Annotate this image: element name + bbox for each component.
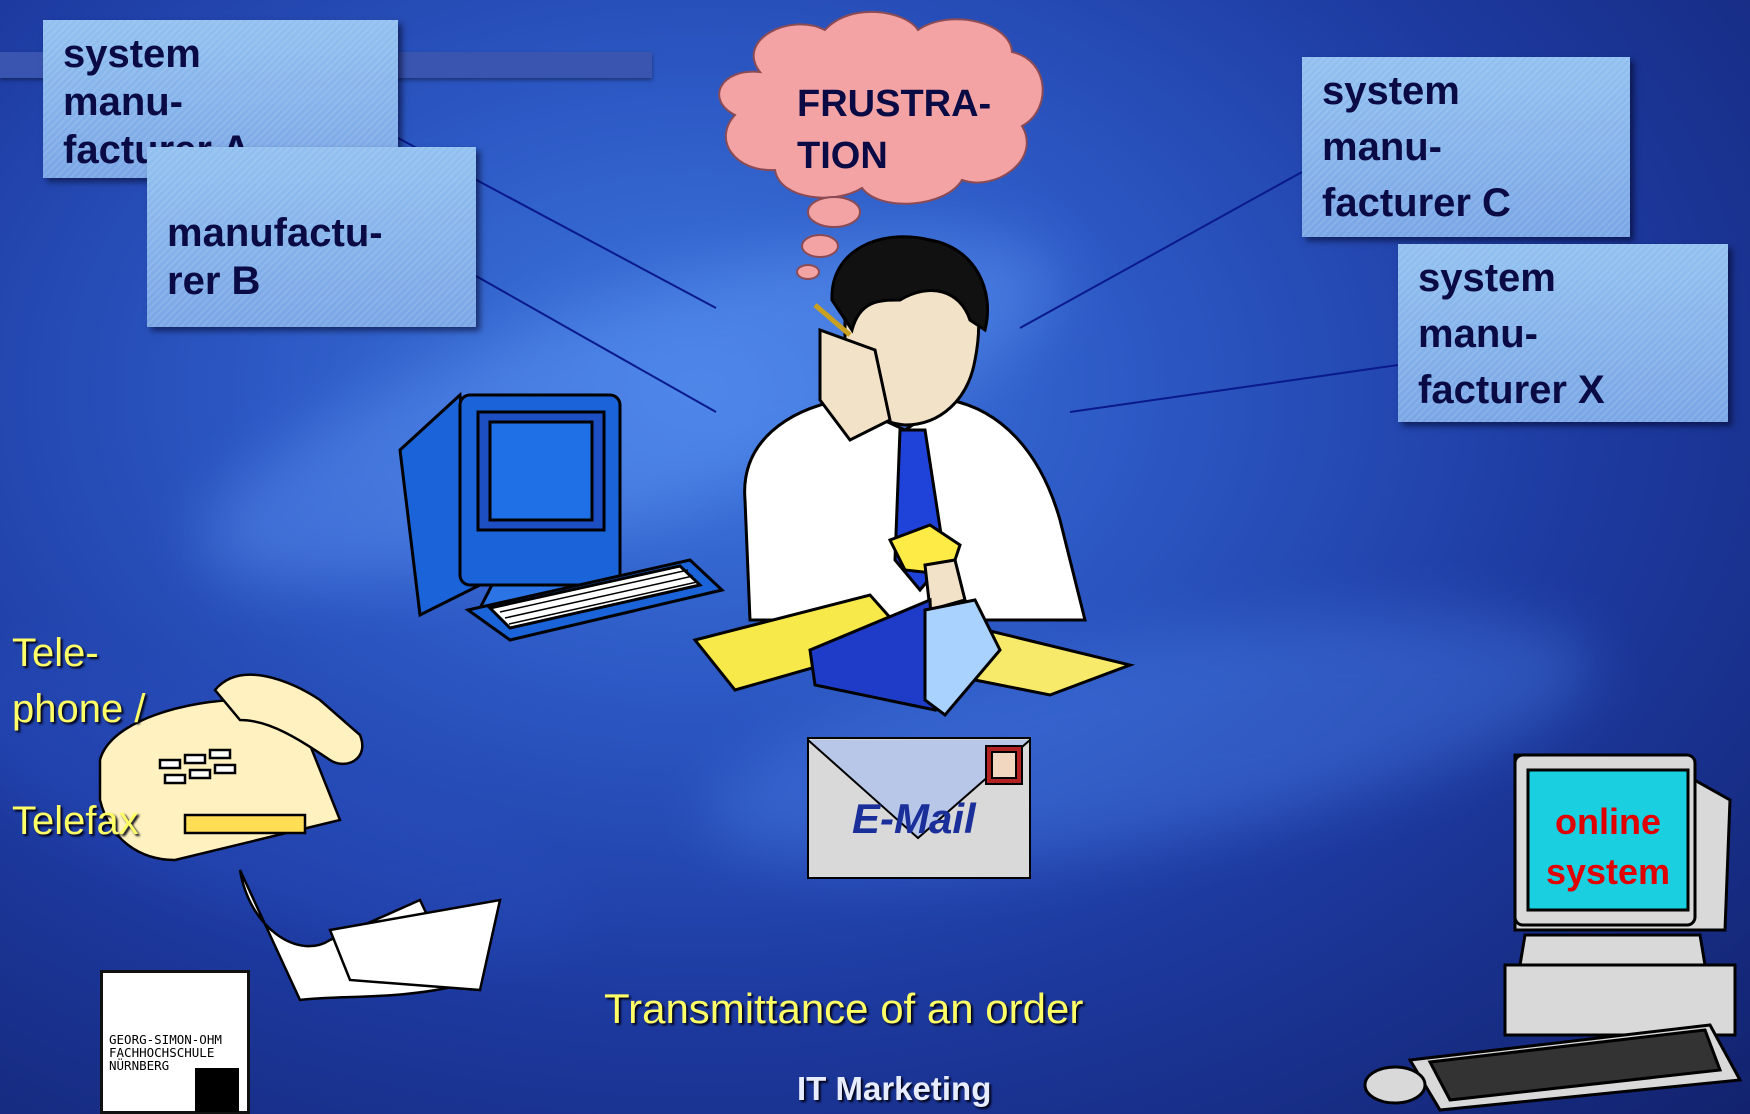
logo-text: GEORG-SIMON-OHM FACHHOCHSCHULE NÜRNBERG [109, 1032, 222, 1073]
telefax-illustration [98, 673, 502, 1002]
footer-label: IT Marketing [797, 1070, 992, 1107]
connector-lines [397, 137, 1399, 413]
thought-bubble-text: FRUSTRA- TION [797, 83, 992, 177]
email-label: E-Mail [852, 795, 976, 842]
online-computer-illustration [1363, 753, 1743, 1112]
frustrated-man-illustration [692, 235, 1136, 718]
box-manufacturer-c: system manu- facturer C [1302, 57, 1630, 237]
box-manufacturer-x: system manu- facturer X [1398, 244, 1728, 422]
box-manufacturer-b: manufactu- rer B [147, 147, 476, 327]
logo-mark [195, 1068, 239, 1112]
box-manufacturer-a: system manu- facturer A [43, 20, 398, 178]
online-system-label: online system [1545, 801, 1671, 892]
email-envelope-illustration [807, 737, 1031, 879]
telephone-telefax-label: Tele- phone / Telefax [12, 631, 146, 843]
computer-illustration [398, 391, 726, 642]
diagram-caption: Transmittance of an order [604, 985, 1084, 1032]
university-logo: GEORG-SIMON-OHM FACHHOCHSCHULE NÜRNBERG [100, 970, 250, 1114]
thought-bubble [718, 10, 1044, 280]
